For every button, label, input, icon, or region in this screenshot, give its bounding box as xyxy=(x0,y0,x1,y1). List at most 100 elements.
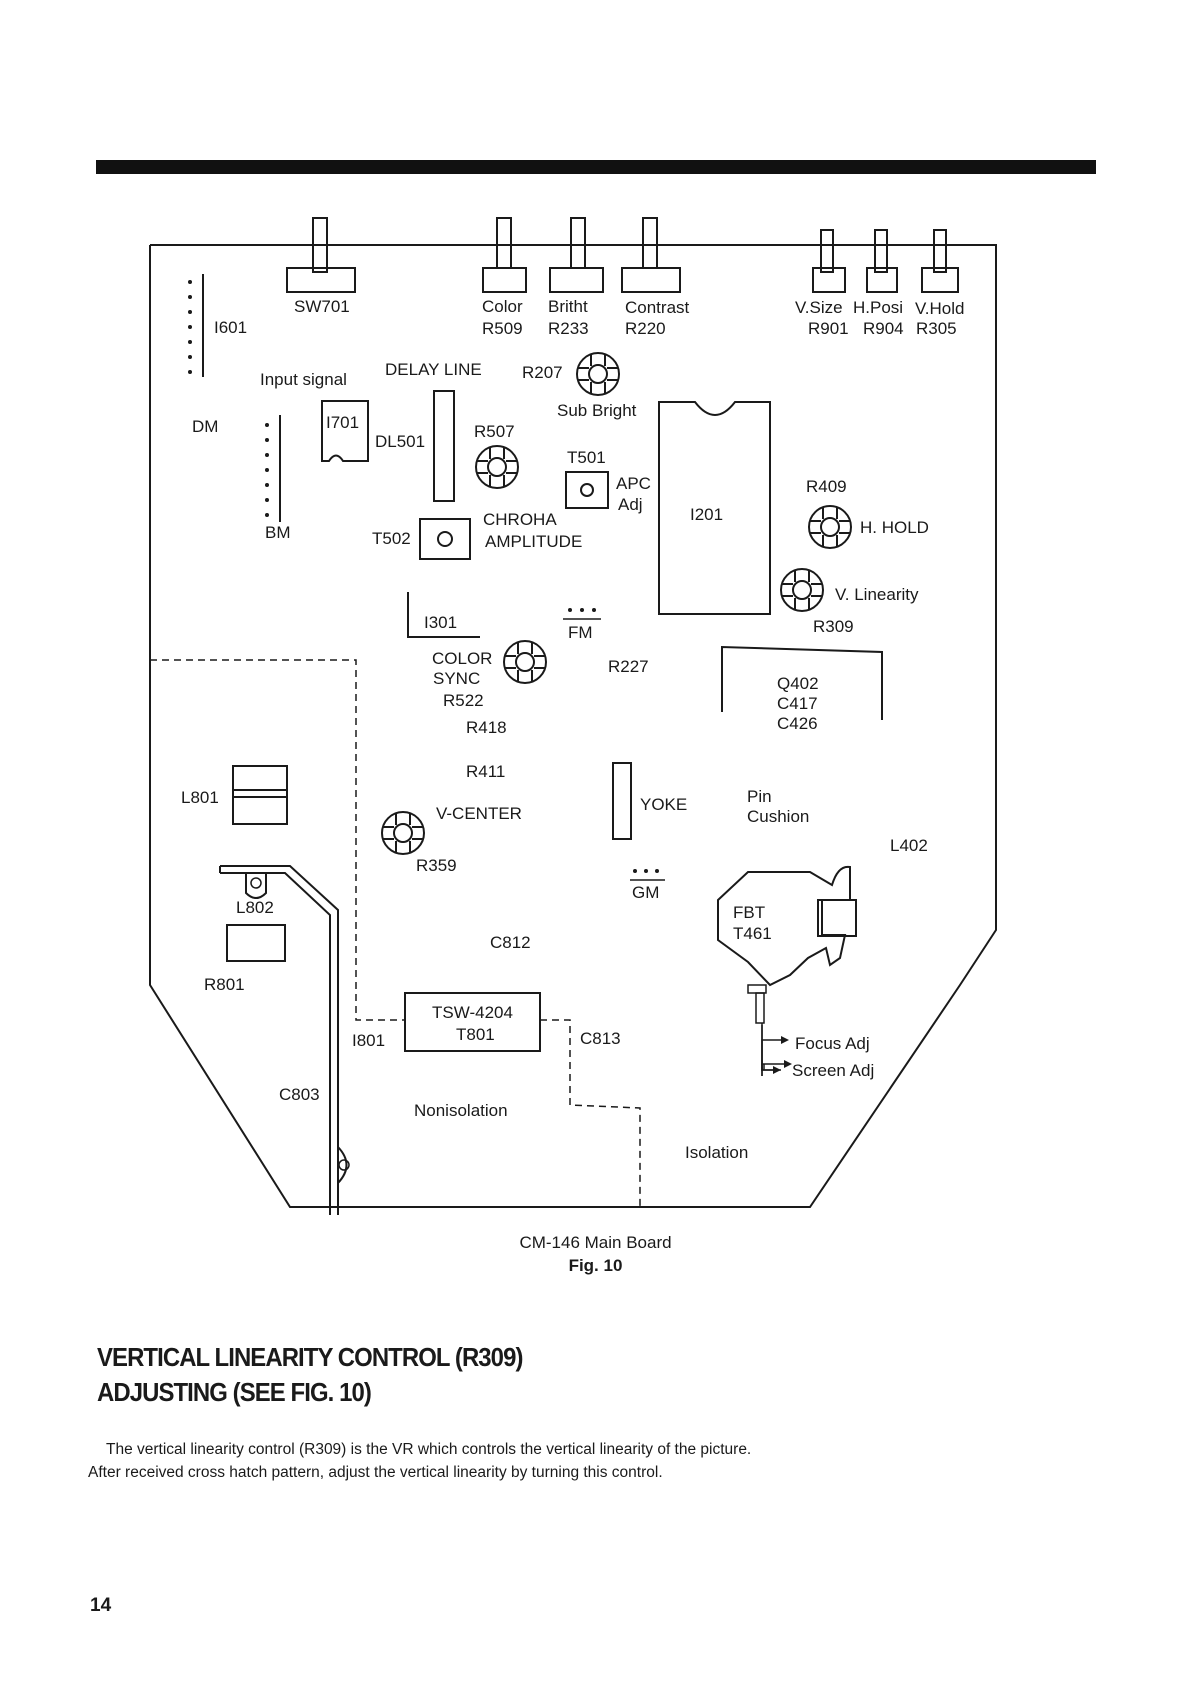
label-color-sync-1: COLOR xyxy=(432,649,492,668)
header-rule xyxy=(96,160,1096,174)
label-vhold: V.Hold xyxy=(915,299,964,318)
label-c813: C813 xyxy=(580,1029,621,1048)
label-r901: R901 xyxy=(808,319,849,338)
label-v-linearity: V. Linearity xyxy=(835,585,919,604)
label-yoke: YOKE xyxy=(640,795,687,814)
label-r509: R509 xyxy=(482,319,523,338)
label-r904: R904 xyxy=(863,319,904,338)
label-t461: T461 xyxy=(733,924,772,943)
label-nonisolation: Nonisolation xyxy=(414,1101,508,1120)
label-fm: FM xyxy=(568,623,593,642)
paragraph-1: The vertical linearity control (R309) is… xyxy=(106,1441,752,1458)
isolation-boundary-left xyxy=(150,659,405,1021)
label-l402: L402 xyxy=(890,836,928,855)
label-l801: L801 xyxy=(181,788,219,807)
heatsink-bracket xyxy=(219,865,350,1215)
r801-resistor xyxy=(226,924,286,962)
r409-pot-icon xyxy=(808,505,852,549)
r309-pot-icon xyxy=(780,568,824,612)
label-vsize: V.Size xyxy=(795,298,843,317)
label-screen-adj: Screen Adj xyxy=(792,1061,874,1080)
label-i301: I301 xyxy=(424,613,457,632)
section-heading: VERTICAL LINEARITY CONTROL (R309) ADJUST… xyxy=(97,1340,523,1410)
label-gm: GM xyxy=(632,883,659,902)
label-chroha: CHROHA xyxy=(483,510,557,529)
page-number: 14 xyxy=(90,1595,112,1616)
bright-shaft xyxy=(549,217,604,293)
dl501-delay-line xyxy=(433,390,455,502)
label-delay-line: DELAY LINE xyxy=(385,360,482,379)
contrast-shaft xyxy=(621,217,681,293)
label-i701: I701 xyxy=(326,413,359,432)
i601-connector xyxy=(188,274,204,377)
label-sub-bright: Sub Bright xyxy=(557,401,637,420)
section-body: The vertical linearity control (R309) is… xyxy=(88,1438,1088,1484)
label-adj: Adj xyxy=(618,495,643,514)
label-apc: APC xyxy=(616,474,651,493)
r359-pot-icon xyxy=(381,811,425,855)
label-r233: R233 xyxy=(548,319,589,338)
label-pin: Pin xyxy=(747,787,772,806)
i201-chip xyxy=(658,401,771,615)
label-hposi: H.Posi xyxy=(853,298,903,317)
label-r220: R220 xyxy=(625,319,666,338)
figure-number: Fig. 10 xyxy=(568,1256,623,1275)
i301-chip xyxy=(407,592,480,638)
color-shaft xyxy=(482,217,527,293)
isolation-boundary-right xyxy=(540,1019,641,1207)
label-dm: DM xyxy=(192,417,218,436)
label-r801: R801 xyxy=(204,975,245,994)
label-focus-adj: Focus Adj xyxy=(795,1034,870,1053)
label-t801: T801 xyxy=(456,1025,495,1044)
label-i801: I801 xyxy=(352,1031,385,1050)
r507-pot-icon xyxy=(475,445,519,489)
t502-coil xyxy=(419,518,471,560)
label-bm: BM xyxy=(265,523,291,542)
label-h-hold: H. HOLD xyxy=(860,518,929,537)
vhold-shaft xyxy=(921,229,959,293)
label-isolation: Isolation xyxy=(685,1143,748,1162)
section-heading-line1: VERTICAL LINEARITY CONTROL (R309) xyxy=(97,1342,523,1372)
label-c417: C417 xyxy=(777,694,818,713)
label-i601: I601 xyxy=(214,318,247,337)
label-input-signal: Input signal xyxy=(260,370,347,389)
label-r507: R507 xyxy=(474,422,515,441)
tsw4204-transformer xyxy=(404,992,541,1052)
label-q402: Q402 xyxy=(777,674,819,693)
label-c803: C803 xyxy=(279,1085,320,1104)
label-dl501: DL501 xyxy=(375,432,425,451)
label-r359: R359 xyxy=(416,856,457,875)
label-r309: R309 xyxy=(813,617,854,636)
i701-chip xyxy=(321,400,369,462)
t501-coil xyxy=(565,471,609,509)
gm-connector xyxy=(630,869,665,881)
l402-coil xyxy=(817,899,857,937)
r207-pot-icon xyxy=(576,352,620,396)
label-amplitude: AMPLITUDE xyxy=(485,532,582,551)
label-r522: R522 xyxy=(443,691,484,710)
label-color: Color xyxy=(482,297,523,316)
label-r305: R305 xyxy=(916,319,957,338)
label-contrast: Contrast xyxy=(625,298,690,317)
label-c426: C426 xyxy=(777,714,818,733)
label-tsw4204: TSW-4204 xyxy=(432,1003,513,1022)
label-fbt: FBT xyxy=(733,903,765,922)
label-r227: R227 xyxy=(608,657,649,676)
label-v-center: V-CENTER xyxy=(436,804,522,823)
l801-coil xyxy=(232,765,288,825)
label-l802: L802 xyxy=(236,898,274,917)
vsize-shaft xyxy=(812,229,846,293)
yoke-connector xyxy=(612,762,632,840)
q402-group xyxy=(721,645,883,720)
figure-caption: CM-146 Main Board xyxy=(519,1233,672,1252)
label-britht: Britht xyxy=(548,297,588,316)
label-t501: T501 xyxy=(567,448,606,467)
label-r418: R418 xyxy=(466,718,507,737)
fbt-transformer xyxy=(717,865,851,987)
label-cushion: Cushion xyxy=(747,807,809,826)
fm-connector xyxy=(563,608,601,620)
paragraph-2: After received cross hatch pattern, adju… xyxy=(88,1464,663,1481)
label-t502: T502 xyxy=(372,529,411,548)
hposi-shaft xyxy=(866,229,898,293)
